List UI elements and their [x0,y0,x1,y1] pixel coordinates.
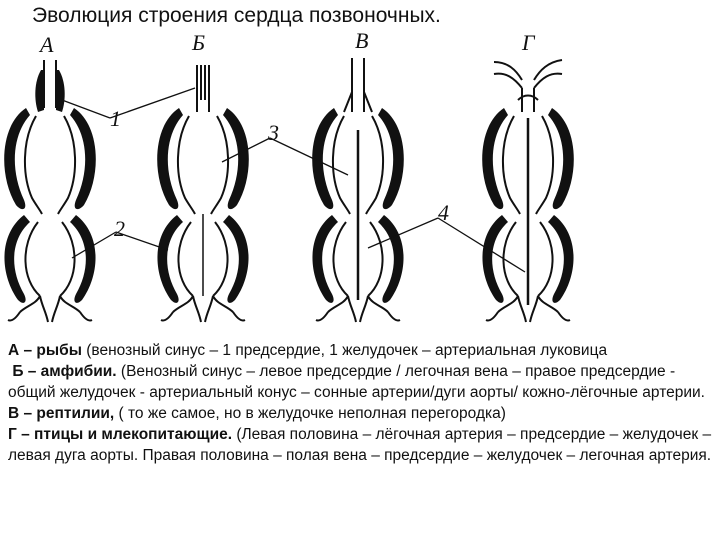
panel-c-heart [311,58,405,323]
callout-3: 3 [267,120,279,145]
panel-letter-d: Г [521,30,536,55]
legend-reptiles-head: В – рептилии, [8,405,115,422]
legend-fish-head: А – рыбы [8,342,82,359]
legend-fish-text: (венозный синус – 1 предсердие, 1 желудо… [81,342,608,359]
panel-letter-c: В [355,28,368,53]
panel-a-heart [3,60,97,323]
panel-b-heart [156,65,250,323]
callout-4: 4 [438,200,449,225]
callout-2: 2 [114,216,125,241]
legend-birds-mammals-text: (Левая половина – лёгочная артерия – пре… [8,426,712,464]
heart-evolution-diagram: А Б В Г 1 2 3 4 [3,28,575,323]
panel-d-heart [481,59,575,323]
slide-title: Эволюция строения сердца позвоночных. [32,4,441,27]
legend-birds-mammals-head: Г – птицы и млекопитающие. [8,426,233,443]
legend-amphibians-head: Б – амфибии. [12,363,117,380]
panel-letter-b: Б [191,30,205,55]
legend-amphibians-text: (Венозный синус – левое предсердие / лег… [8,363,705,401]
legend-birds-mammals: Г – птицы и млекопитающие. (Левая полови… [8,424,716,466]
legend-reptiles-text: ( то же самое, но в желудочке неполная п… [114,405,506,422]
legend-fish: А – рыбы (венозный синус – 1 предсердие,… [8,340,716,361]
legend-text: А – рыбы (венозный синус – 1 предсердие,… [8,340,716,466]
legend-reptiles: В – рептилии, ( то же самое, но в желудо… [8,403,716,424]
panel-letter-a: А [38,32,54,57]
callout-1: 1 [110,106,121,131]
legend-amphibians: Б – амфибии. (Венозный синус – левое пре… [8,361,716,403]
